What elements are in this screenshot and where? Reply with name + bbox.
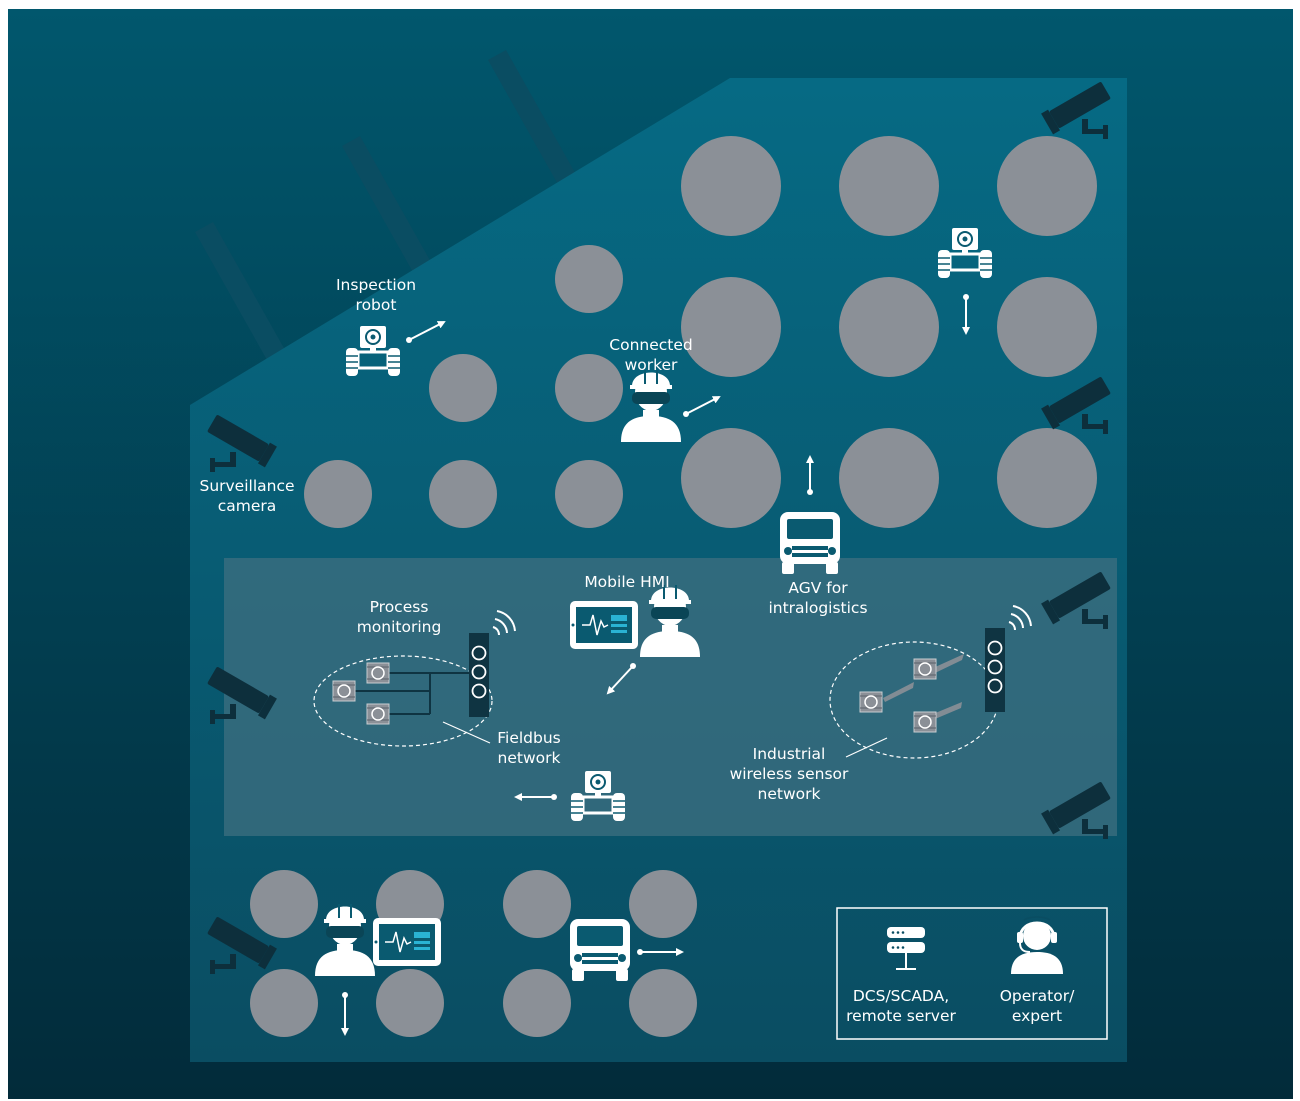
label-mobile-hmi: Mobile HMI xyxy=(584,573,670,591)
label-process-monitoring: Process monitoring xyxy=(356,598,442,636)
control-box xyxy=(836,907,1108,1040)
label-surveillance-camera: Surveillance camera xyxy=(199,477,295,515)
label-agv: AGV for intralogistics xyxy=(768,579,868,617)
wall-beams xyxy=(195,50,578,360)
operator-headset-icon xyxy=(1011,916,1063,974)
label-inspection-robot: Inspection robot xyxy=(335,276,417,314)
arrow-icon xyxy=(341,294,970,1036)
label-wireless-sensor-network: Industrial wireless sensor network xyxy=(729,745,849,803)
wireless-sensor-network xyxy=(829,605,1032,759)
label-connected-worker: Connected worker xyxy=(609,336,693,374)
fieldbus-network xyxy=(313,610,516,747)
label-operator: Operator/ expert xyxy=(999,987,1075,1025)
server-icon xyxy=(887,927,925,970)
label-dcs-scada: DCS/SCADA, remote server xyxy=(846,987,956,1025)
label-fieldbus: Fieldbus network xyxy=(497,729,561,767)
